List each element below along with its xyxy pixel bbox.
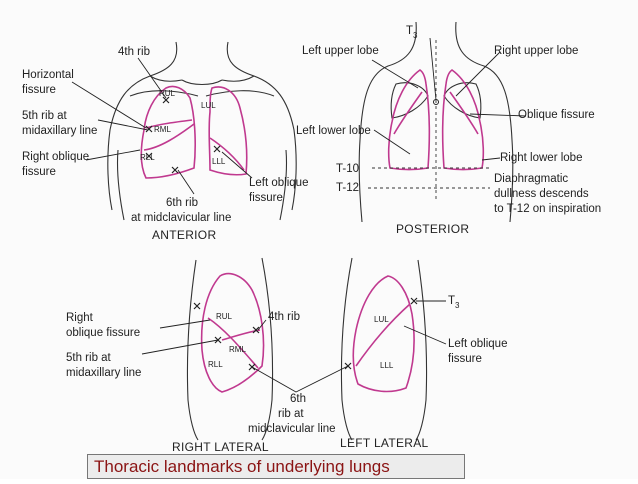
left-lower-lobe-label: Left lower lobe bbox=[296, 125, 371, 137]
posterior-heading: POSTERIOR bbox=[396, 222, 469, 236]
anterior-6th-rib-label-1: 6th rib bbox=[166, 197, 198, 209]
horizontal-fissure-label-1: Horizontal bbox=[22, 69, 74, 81]
lateral-right-oblique-label-2: oblique fissure bbox=[66, 327, 140, 339]
posterior-left-lung bbox=[387, 69, 431, 171]
posterior-right-lung bbox=[441, 69, 485, 171]
lateral-6th-rib-leaders bbox=[251, 365, 349, 393]
lateral-left-oblique-label-2: fissure bbox=[448, 353, 482, 365]
oblique-fissure-label: Oblique fissure bbox=[518, 109, 595, 121]
anterior-horizontal-fissure bbox=[145, 119, 193, 129]
diaphragm-label-3: to T-12 on inspiration bbox=[494, 203, 601, 215]
anterior-4th-rib-label: 4th rib bbox=[118, 46, 150, 58]
anterior-arm-lines bbox=[116, 149, 288, 221]
posterior-left-scapula bbox=[390, 82, 429, 119]
left-oblique-fissure-label-2: fissure bbox=[249, 192, 283, 204]
diaphragm-label-1: Diaphragmatic bbox=[494, 173, 568, 185]
left-lateral-oblique-fissure bbox=[355, 303, 411, 367]
posterior-view: T3 Left upper lobe Right upper lobe Obli… bbox=[296, 21, 601, 236]
lateral-6th-rib-callout: 6th rib at midclavicular line bbox=[248, 365, 349, 435]
posterior-right-scapula bbox=[443, 82, 482, 119]
lateral-6th-rib-label-2: rib at bbox=[278, 408, 304, 420]
anterior-left-oblique-fissure bbox=[209, 137, 245, 171]
right-lateral-body-outline bbox=[186, 257, 274, 441]
anterior-lobe-rml: RML bbox=[154, 125, 171, 134]
right-lateral-heading: RIGHT LATERAL bbox=[172, 440, 269, 454]
anterior-6th-rib-label-2: at midclavicular line bbox=[131, 212, 231, 224]
lateral-5th-rib-label-2: midaxillary line bbox=[66, 367, 141, 379]
anterior-lobe-rul: RUL bbox=[159, 89, 176, 98]
t12-label: T-12 bbox=[336, 182, 359, 194]
anterior-lobe-rll: RLL bbox=[140, 153, 155, 162]
posterior-body-outline bbox=[358, 21, 514, 223]
left-lateral-body-outline bbox=[340, 257, 428, 441]
anterior-view: RUL RML RLL LUL LLL 4th rib Horizontal f… bbox=[22, 41, 308, 242]
anterior-5th-rib-label-1: 5th rib at bbox=[22, 110, 68, 122]
right-upper-lobe-label: Right upper lobe bbox=[494, 45, 578, 57]
left-lateral-lung bbox=[352, 275, 415, 393]
anterior-lobe-lul: LUL bbox=[201, 101, 216, 110]
right-lateral-lobe-rul: RUL bbox=[216, 312, 233, 321]
right-lower-lobe-label: Right lower lobe bbox=[500, 152, 582, 164]
right-lateral-view: RUL RML RLL Right oblique fissure 5th ri… bbox=[66, 257, 300, 454]
lateral-right-oblique-label-1: Right bbox=[66, 312, 94, 324]
lateral-6th-rib-label-3: midclavicular line bbox=[248, 423, 336, 435]
left-lateral-lobe-lll: LLL bbox=[380, 361, 394, 370]
left-lateral-leader-lines bbox=[403, 300, 447, 345]
caption-banner: Thoracic landmarks of underlying lungs bbox=[87, 454, 465, 479]
posterior-leader-lines bbox=[371, 37, 527, 161]
right-lateral-lung bbox=[200, 272, 265, 393]
anterior-body-outline bbox=[107, 41, 297, 211]
right-oblique-fissure-label-1: Right oblique bbox=[22, 151, 89, 163]
anterior-5th-rib-label-2: midaxillary line bbox=[22, 125, 97, 137]
lateral-left-oblique-label-1: Left oblique bbox=[448, 338, 507, 350]
lateral-t3-label: T3 bbox=[448, 295, 460, 310]
right-oblique-fissure-label-2: fissure bbox=[22, 166, 56, 178]
anterior-rib-x-marks bbox=[145, 96, 221, 174]
left-lateral-x-marks bbox=[344, 297, 418, 370]
left-lateral-view: LUL LLL T3 Left oblique fissure LEFT LAT… bbox=[340, 257, 507, 450]
diaphragm-label-2: dullness descends bbox=[494, 188, 589, 200]
right-lateral-leader-lines bbox=[141, 319, 267, 355]
horizontal-fissure-label-2: fissure bbox=[22, 84, 56, 96]
anterior-clavicles bbox=[129, 90, 275, 97]
t10-label: T-10 bbox=[336, 163, 359, 175]
lateral-6th-rib-label-1: 6th bbox=[290, 393, 306, 405]
anterior-lobe-lll: LLL bbox=[212, 157, 226, 166]
left-lateral-heading: LEFT LATERAL bbox=[340, 436, 429, 450]
left-oblique-fissure-label-1: Left oblique bbox=[249, 177, 308, 189]
posterior-t3-label: T3 bbox=[406, 25, 418, 40]
anterior-left-lung bbox=[208, 86, 248, 176]
lateral-5th-rib-label-1: 5th rib at bbox=[66, 352, 112, 364]
anterior-heading: ANTERIOR bbox=[152, 228, 216, 242]
right-lateral-lobe-rml: RML bbox=[229, 345, 246, 354]
left-upper-lobe-label: Left upper lobe bbox=[302, 45, 379, 57]
anterior-right-oblique-fissure bbox=[143, 123, 195, 151]
left-lateral-lobe-lul: LUL bbox=[374, 315, 389, 324]
anterior-leader-lines bbox=[71, 57, 253, 195]
right-lateral-oblique-fissure bbox=[207, 317, 259, 369]
lateral-4th-rib-label: 4th rib bbox=[268, 311, 300, 323]
posterior-oblique-fissures bbox=[393, 91, 479, 135]
right-lateral-lobe-rll: RLL bbox=[208, 360, 223, 369]
